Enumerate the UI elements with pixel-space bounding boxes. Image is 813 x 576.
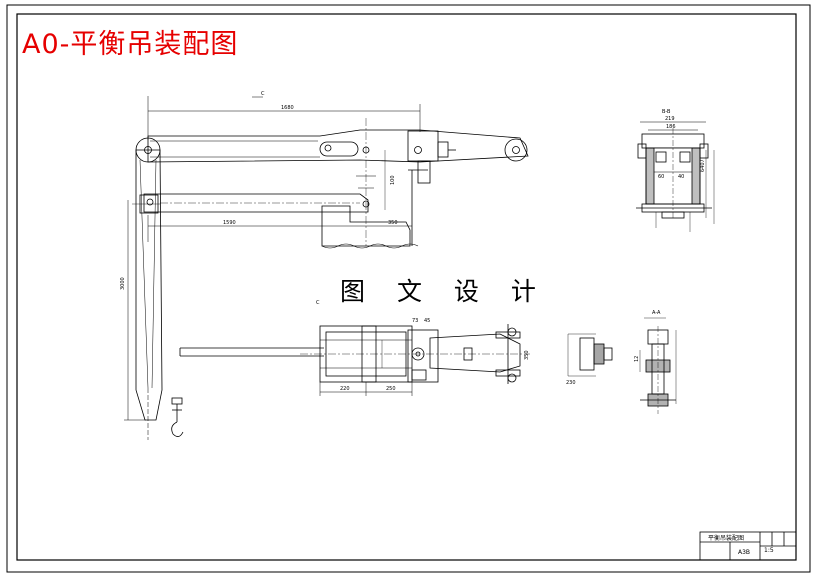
sheet-outer-border (6, 4, 811, 573)
dim-b-b: 40 (678, 174, 684, 180)
drawing-title: A0-平衡吊装配图 (22, 29, 239, 60)
dim-vertical: 3000 (120, 277, 126, 290)
dim-top-length: 1680 (281, 105, 294, 111)
dim-plan-mid: 250 (386, 386, 396, 392)
title-block-scale: 1:5 (764, 547, 774, 554)
dim-b-right: 6407 (700, 159, 706, 172)
title-block-name: 平衡吊装配图 (708, 534, 744, 542)
dim-plan-small: 73 (412, 318, 418, 324)
small-part-detail: 230 (566, 333, 613, 386)
sheet-inner-border (16, 13, 797, 561)
label-view-c: C (316, 300, 320, 306)
dim-lower-length: 1590 (223, 220, 236, 226)
dim-small-vertical: 100 (390, 175, 396, 185)
main-elevation-view: 1680 C (120, 91, 529, 440)
label-section-a: A-A (652, 310, 661, 316)
section-b-b-view: B-B 219 186 60 40 6407 (636, 109, 715, 232)
dim-b-a: 60 (658, 174, 664, 180)
dim-a-label: 12 (634, 356, 640, 362)
dim-small-part: 230 (566, 380, 576, 386)
title-block-code: A3B (738, 549, 750, 556)
dim-plan-right: 350 (524, 350, 530, 360)
plan-view-c: C 220 250 73 45 350 (179, 300, 530, 396)
label-section-b: B-B (662, 109, 671, 115)
title-block: 平衡吊装配图 1:5 A3B (699, 531, 797, 561)
dim-b-width: 219 (665, 116, 675, 122)
label-section-c: C (261, 91, 265, 97)
section-a-a-view: A-A 12 (634, 310, 677, 414)
watermark-text: 图 文 设 计 (338, 272, 550, 308)
dim-plan-small2: 45 (424, 318, 430, 324)
dim-lower-right: 350 (388, 220, 398, 226)
dim-b-inner: 186 (666, 124, 676, 130)
dim-plan-left: 220 (340, 386, 350, 392)
